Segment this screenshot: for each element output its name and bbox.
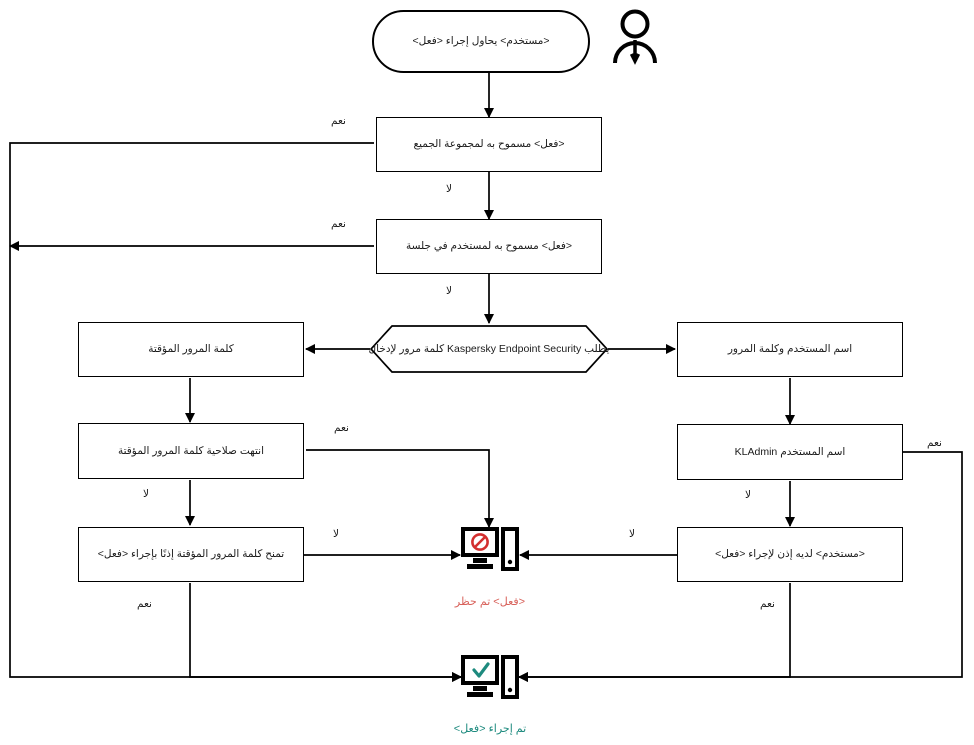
node-kladmin-username[interactable]: اسم المستخدم KLAdmin: [677, 424, 903, 480]
node-kes-password-prompt[interactable]: يطلب Kaspersky Endpoint Security كلمة مر…: [369, 325, 609, 373]
edge-label-no-allowed-session: لا: [446, 285, 452, 297]
edge-label-no-allowed-everyone: لا: [446, 183, 452, 195]
status-blocked-label: <فعل> تم حظر: [454, 596, 526, 608]
node-allowed-session-user[interactable]: <فعل> مسموح به لمستخدم في جلسة: [376, 219, 602, 274]
edge-label-yes-temp-grants: نعم: [137, 598, 152, 610]
monitor-blocked-icon: [461, 527, 519, 573]
edge-label-no-temp-expired: لا: [143, 488, 149, 500]
edge-label-yes-temp-expired: نعم: [334, 422, 349, 434]
node-temp-password-expired[interactable]: انتهت صلاحية كلمة المرور المؤقتة: [78, 423, 304, 479]
node-start[interactable]: <مستخدم> يحاول إجراء <فعل>: [372, 10, 590, 73]
user-person-icon: [609, 9, 661, 67]
edge-label-no-kladmin: لا: [745, 489, 751, 501]
edge-label-no-temp-grants: لا: [333, 528, 339, 540]
status-done-label: تم إجراء <فعل>: [453, 723, 527, 735]
edge-label-yes-allowed-session: نعم: [331, 218, 346, 230]
node-username-password[interactable]: اسم المستخدم وكلمة المرور: [677, 322, 903, 377]
edge-label-yes-allowed-everyone: نعم: [331, 115, 346, 127]
edge-label-no-user-permission: لا: [629, 528, 635, 540]
edge-label-yes-kladmin: نعم: [927, 437, 942, 449]
node-temp-password[interactable]: كلمة المرور المؤقتة: [78, 322, 304, 377]
node-temp-password-grants[interactable]: تمنح كلمة المرور المؤقتة إذنًا بإجراء <ف…: [78, 527, 304, 582]
node-allowed-everyone[interactable]: <فعل> مسموح به لمجموعة الجميع: [376, 117, 602, 172]
monitor-check-icon: [461, 655, 519, 701]
edge-label-yes-user-permission: نعم: [760, 598, 775, 610]
node-kes-password-prompt-label: يطلب Kaspersky Endpoint Security كلمة مر…: [368, 343, 610, 355]
node-user-has-permission[interactable]: <مستخدم> لديه إذن لإجراء <فعل>: [677, 527, 903, 582]
